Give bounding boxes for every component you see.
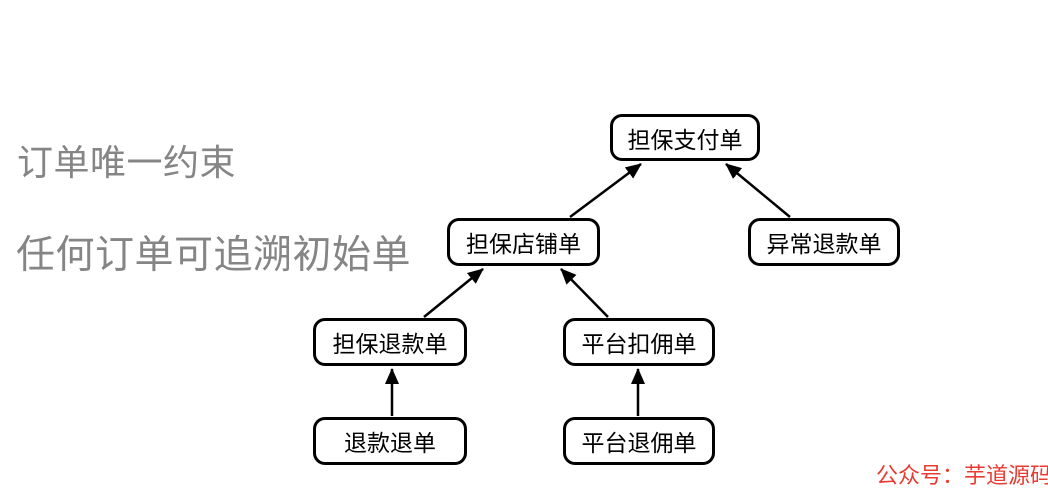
- edge-guarantee-refund-to-shop: [423, 268, 484, 318]
- node-platform-commission-refund-order: 平台退佣单: [563, 417, 715, 465]
- node-guarantee-shop-order: 担保店铺单: [447, 218, 600, 266]
- edge-abnormal-refund-to-payment: [725, 163, 791, 218]
- node-platform-commission-deduction-order: 平台扣佣单: [563, 318, 715, 366]
- node-refund-chargeback-order: 退款退单: [313, 417, 467, 465]
- node-guarantee-refund-order: 担保退款单: [313, 318, 467, 366]
- note-order-traceable: 任何订单可追溯初始单: [16, 234, 412, 277]
- watermark-wechat-account: 公众号：芋道源码: [876, 463, 1048, 488]
- node-abnormal-refund-order: 异常退款单: [748, 218, 900, 266]
- node-guarantee-payment-order: 担保支付单: [610, 114, 760, 161]
- note-order-unique-constraint: 订单唯一约束: [17, 142, 237, 183]
- edge-commission-to-shop: [560, 268, 609, 318]
- edge-shop-to-payment: [569, 162, 642, 219]
